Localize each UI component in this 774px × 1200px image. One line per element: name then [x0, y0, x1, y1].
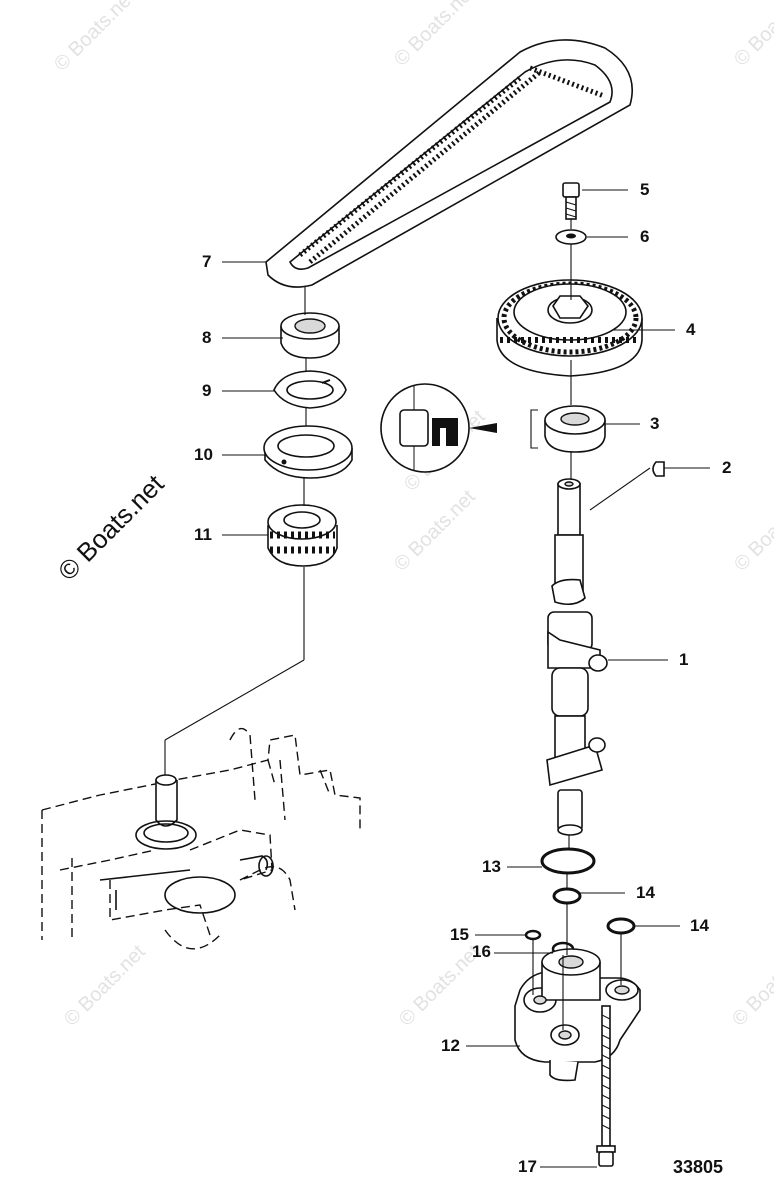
callout-7: 7	[202, 252, 212, 271]
callout-4: 4	[686, 320, 696, 339]
bracket	[530, 409, 538, 449]
callout-10: 10	[194, 445, 213, 464]
o-ring-small	[552, 887, 582, 905]
engine-block-outline	[41, 727, 361, 950]
callout-14: 14	[690, 916, 709, 935]
callout-3: 3	[650, 414, 660, 433]
camshaft	[546, 478, 608, 836]
o-ring	[540, 847, 596, 875]
callout-5: 5	[640, 180, 650, 199]
ring-small	[524, 929, 542, 941]
callout-16: 16	[472, 942, 491, 961]
flange-washer	[263, 425, 353, 479]
callout-17: 17	[518, 1157, 537, 1176]
pump-bolt	[596, 1005, 616, 1167]
camshaft-pulley	[496, 279, 643, 377]
crankshaft-sprocket	[267, 504, 338, 567]
o-ring-small	[606, 917, 636, 935]
callout-6: 6	[640, 227, 650, 246]
callout-8: 8	[202, 328, 212, 347]
seal	[544, 405, 606, 453]
leader-lines	[164, 189, 710, 1168]
callout-14: 14	[636, 883, 655, 902]
seal-orientation-detail	[380, 383, 497, 473]
callout-11: 11	[194, 525, 212, 544]
bolt-top	[562, 182, 580, 220]
woodruff-key	[652, 461, 665, 477]
callout-13: 13	[482, 857, 501, 876]
callout-15: 15	[450, 925, 469, 944]
figure-number: 33805	[673, 1157, 724, 1177]
callout-12: 12	[441, 1036, 460, 1055]
timing-belt	[265, 39, 634, 288]
lock-washer	[273, 370, 347, 409]
callout-1: 1	[679, 650, 689, 669]
pulley-nut	[280, 312, 340, 359]
callout-2: 2	[722, 458, 732, 477]
callout-9: 9	[202, 381, 212, 400]
